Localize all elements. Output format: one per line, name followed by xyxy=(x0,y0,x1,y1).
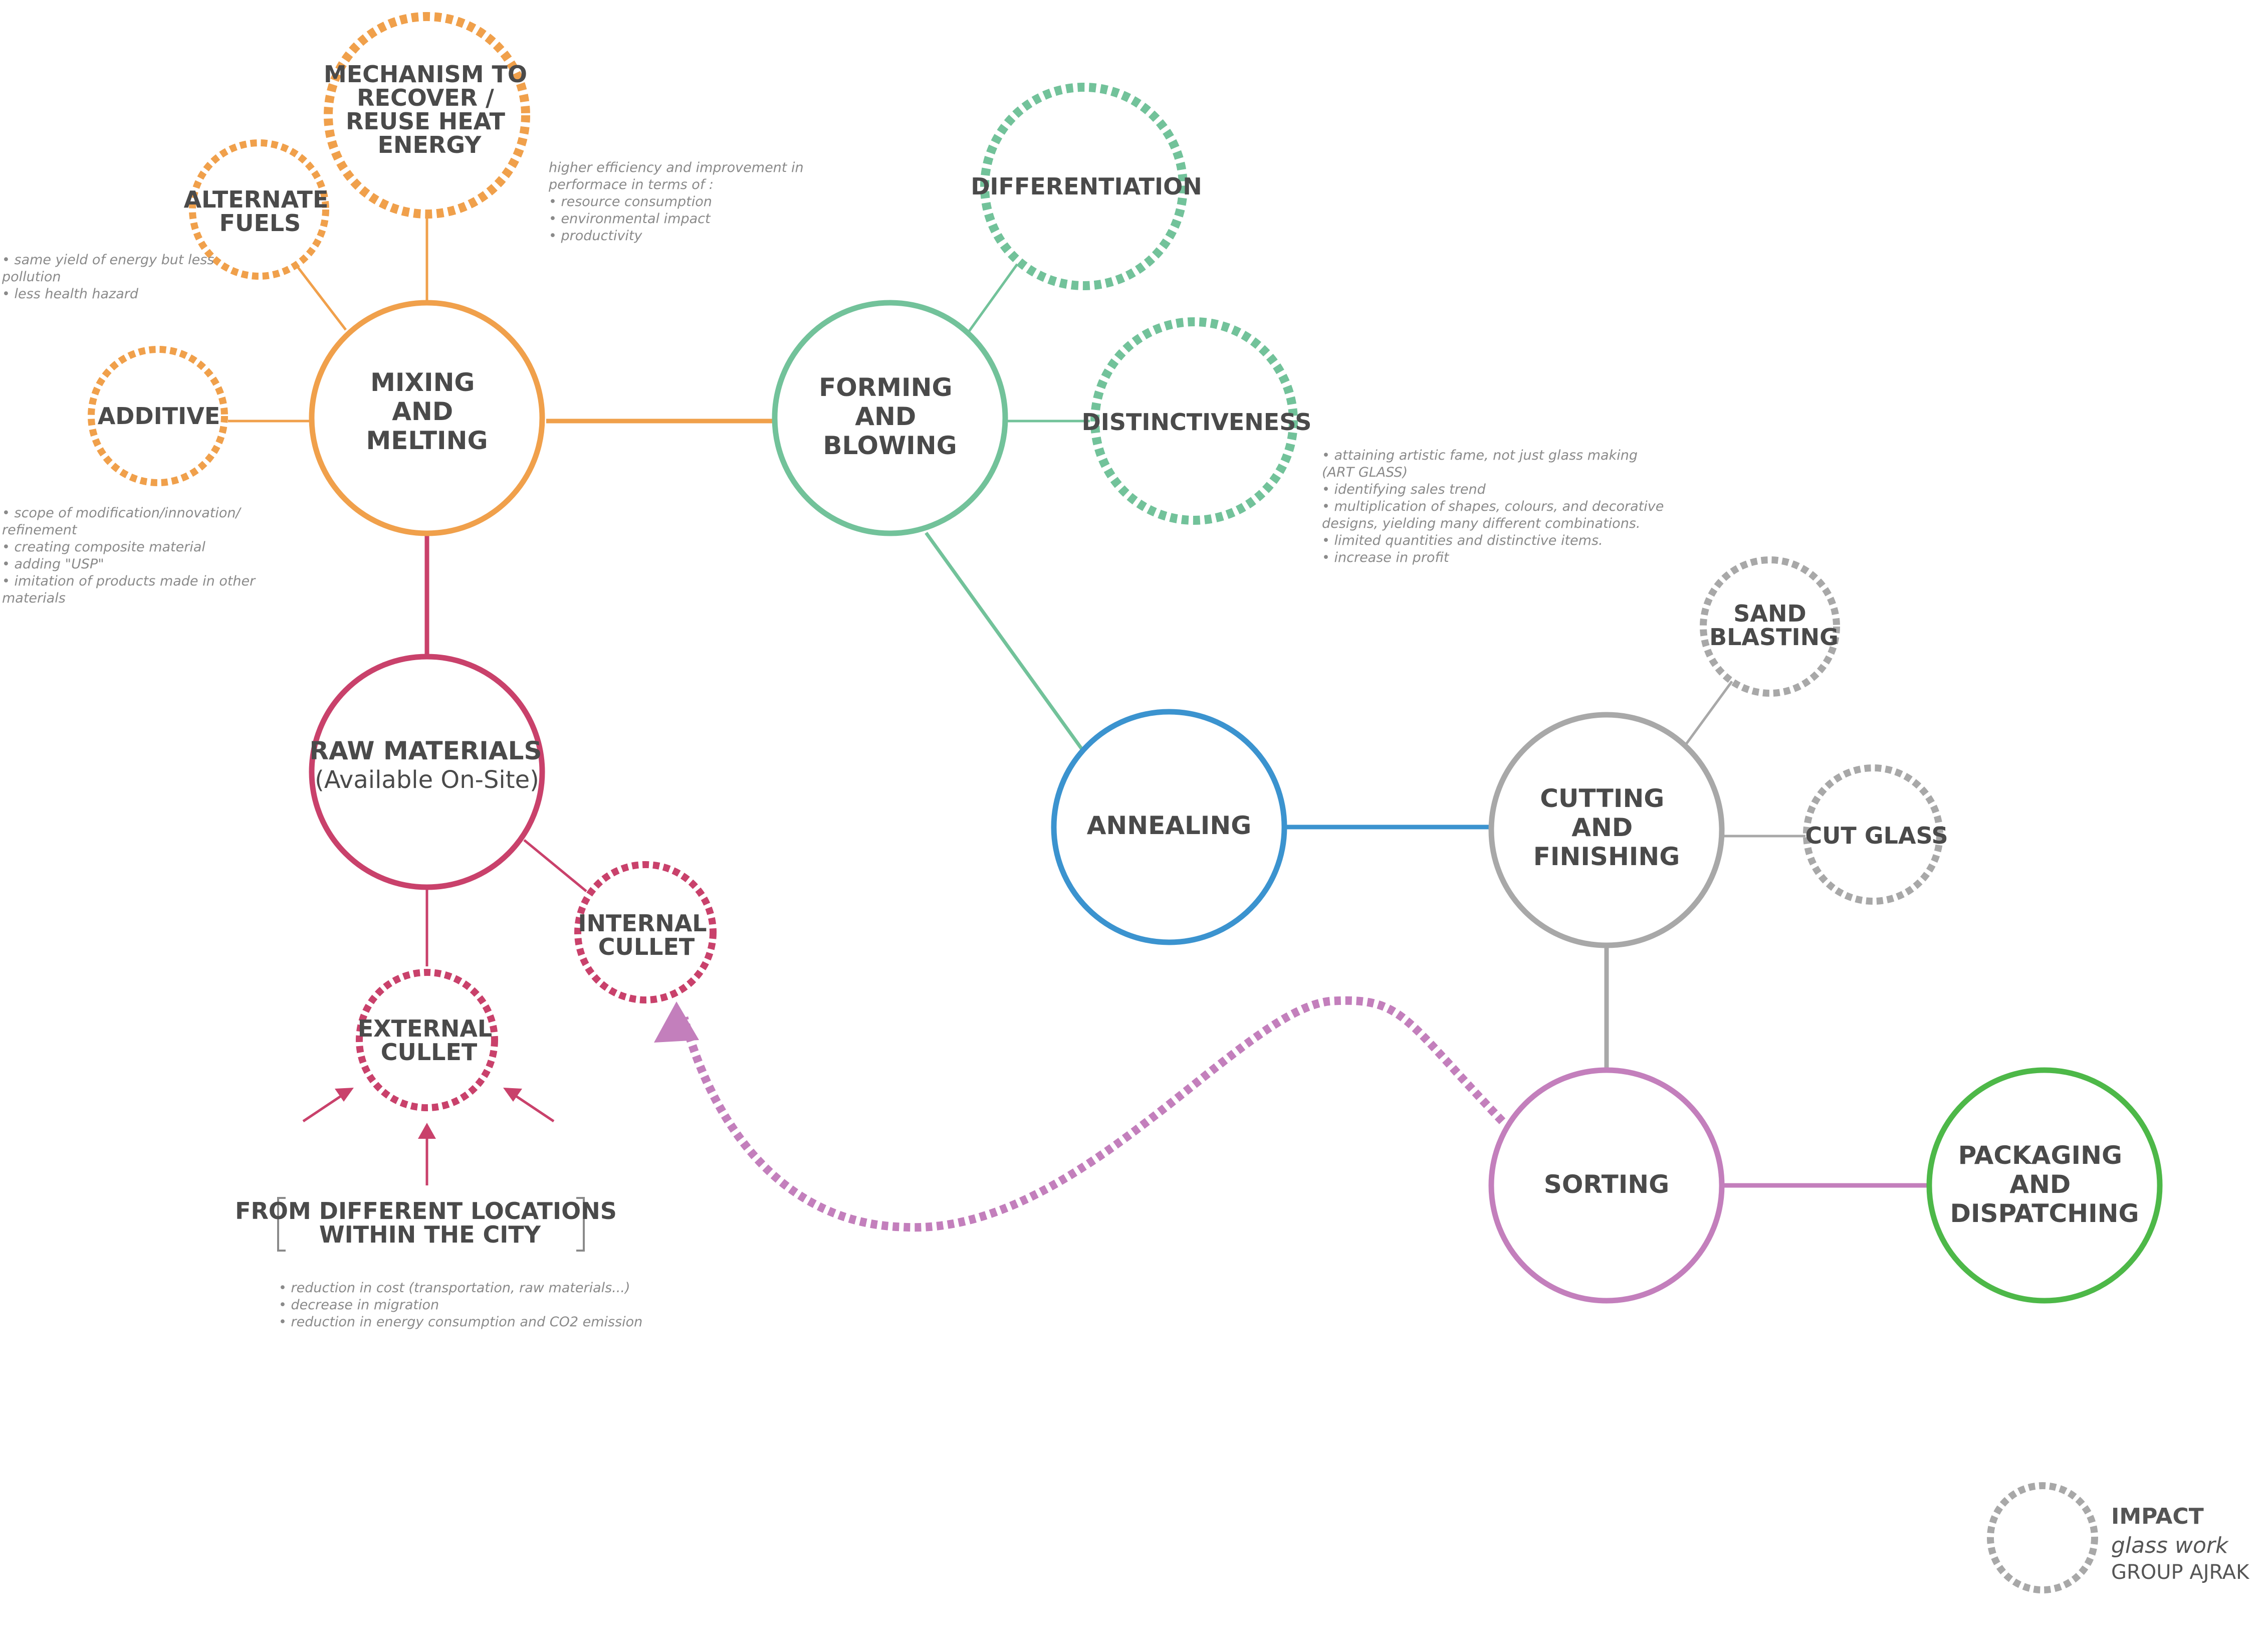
label-sand-blasting: SAND BLASTING xyxy=(1709,600,1839,651)
label-mixing: MIXING AND MELTING xyxy=(366,368,488,455)
node-sand-circle xyxy=(1700,556,1840,697)
main-nodes xyxy=(309,300,2163,1304)
locations-bracket-left xyxy=(277,1197,286,1252)
note-locations: • reduction in cost (transportation, raw… xyxy=(279,1280,642,1330)
note-additive: • scope of modification/innovation/ refi… xyxy=(2,505,260,606)
label-internal-cullet: INTERNAL CULLET xyxy=(578,910,715,960)
label-mechanism: MECHANISM TO RECOVER / REUSE HEAT ENERGY xyxy=(324,61,535,158)
connector-lines xyxy=(228,211,1929,1188)
legend-subtitle: glass work xyxy=(2111,1533,2229,1558)
recycle-arrow-head xyxy=(654,1001,699,1043)
node-external-cullet-circle xyxy=(356,969,498,1111)
node-cutglass-circle xyxy=(1803,764,1943,905)
edge-forming-annealing xyxy=(925,531,1084,751)
note-fuels: • same yield of energy but less pollutio… xyxy=(2,252,218,302)
node-forming-circle xyxy=(772,300,1008,536)
label-raw: RAW MATERIALS (Available On-Site) xyxy=(309,736,544,794)
edge-mixing-fuels xyxy=(296,265,347,331)
arrow-left xyxy=(302,1095,342,1123)
note-distinctiveness: • attaining artistic fame, not just glas… xyxy=(1322,448,1668,565)
node-distinctiveness-circle xyxy=(1090,317,1298,525)
label-additive: ADDITIVE xyxy=(98,402,220,430)
node-mixing-circle xyxy=(309,300,545,536)
node-additive-circle xyxy=(88,346,228,486)
legend-group: GROUP AJRAK xyxy=(2111,1561,2250,1584)
label-distinctiveness: DISTINCTIVENESS xyxy=(1082,409,1312,436)
label-sorting: SORTING xyxy=(1544,1170,1669,1199)
sub-nodes xyxy=(88,12,1943,1111)
node-differentiation-circle xyxy=(980,83,1188,290)
legend: IMPACT glass work GROUP AJRAK xyxy=(1987,1482,2250,1593)
edge-forming-differentiation xyxy=(967,263,1019,333)
arrow-right xyxy=(515,1095,555,1123)
label-forming: FORMING AND BLOWING xyxy=(819,373,961,460)
node-mechanism-circle xyxy=(324,12,530,219)
edge-raw-internal xyxy=(523,839,587,892)
label-packaging: PACKAGING AND DISPATCHING xyxy=(1950,1141,2139,1228)
label-locations: FROM DIFFERENT LOCATIONS WITHIN THE CITY xyxy=(235,1197,625,1248)
label-differentiation: DIFFERENTIATION xyxy=(971,173,1202,200)
label-external-cullet: EXTERNAL CULLET xyxy=(358,1015,501,1066)
label-fuels: ALTERNATE FUELS xyxy=(184,186,337,237)
recycle-arrow xyxy=(679,996,1506,1232)
arrow-left-head xyxy=(335,1088,354,1102)
node-internal-cullet-circle xyxy=(574,861,717,1003)
arrow-right-head xyxy=(503,1088,522,1102)
node-sorting-circle xyxy=(1488,1067,1725,1304)
arrow-up-head xyxy=(418,1123,436,1139)
node-raw-circle xyxy=(309,654,545,890)
edge-cutting-sand xyxy=(1684,679,1734,746)
note-mechanism: higher efficiency and improvement in per… xyxy=(548,160,808,244)
locations-bracket-right xyxy=(576,1197,585,1252)
legend-dashed-circle xyxy=(1987,1482,2098,1593)
node-cutting-circle xyxy=(1488,712,1725,948)
label-cutting: CUTTING AND FINISHING xyxy=(1533,784,1680,871)
legend-title: IMPACT xyxy=(2111,1504,2204,1529)
label-annealing: ANNEALING xyxy=(1087,811,1252,840)
node-packaging-circle xyxy=(1926,1067,2163,1304)
node-annealing-circle xyxy=(1051,709,1287,945)
node-fuels-circle xyxy=(189,139,329,280)
label-cut-glass: CUT GLASS xyxy=(1805,822,1948,849)
